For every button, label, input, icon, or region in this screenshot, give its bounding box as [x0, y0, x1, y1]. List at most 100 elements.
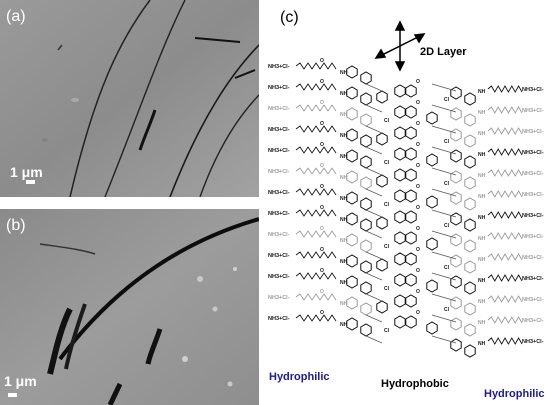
amide-label: NH [340, 112, 348, 118]
phenyl-ring [450, 107, 462, 121]
alkyl-chain [487, 232, 523, 240]
backbone-bond [365, 146, 383, 155]
phenyl-ring [450, 254, 462, 268]
sem-micrograph-b: (b) 1 μm [0, 209, 259, 405]
oxygen-label: O [320, 79, 324, 85]
amide-label: NH [340, 280, 348, 286]
alkyl-chain [487, 274, 523, 282]
amide-label: NH [478, 89, 486, 95]
panel-b-scale-bar [8, 393, 17, 397]
backbone-bond [431, 251, 457, 260]
chlorine-label: Cl [384, 160, 390, 166]
amine-label: NH3+Cl- [268, 211, 290, 217]
backbone-bond [431, 209, 457, 218]
backbone-bond [431, 188, 457, 197]
phenyl-ring [464, 239, 476, 253]
phenyl-ring [450, 212, 462, 226]
backbone-bond [365, 272, 383, 281]
amide-label: NH [478, 173, 486, 179]
carbonyl-label: O [416, 121, 420, 127]
backbone-bond [431, 230, 457, 239]
phenyl-ring [450, 275, 462, 289]
phenyl-ring [360, 92, 372, 106]
amine-label: NH3+Cl- [522, 129, 544, 135]
amide-label: NH [340, 91, 348, 97]
alkyl-chain [295, 209, 337, 217]
core-ring [405, 273, 417, 287]
phenyl-ring [360, 302, 372, 316]
amide-label: NH [340, 196, 348, 202]
core-ring [405, 147, 417, 161]
phenyl-ring [464, 176, 476, 190]
amine-label: NH3+Cl- [268, 190, 290, 196]
phenyl-ring [346, 212, 358, 226]
phenyl-ring [360, 323, 372, 337]
phenyl-ring [346, 296, 358, 310]
alkyl-chain [487, 85, 523, 93]
linker-ring [376, 132, 388, 146]
core-ring [405, 168, 417, 182]
phenyl-ring [346, 128, 358, 142]
alkyl-chain [487, 127, 523, 135]
amine-label: NH3+Cl- [522, 87, 544, 93]
amine-label: NH3+Cl- [268, 106, 290, 112]
phenyl-ring [450, 128, 462, 142]
phenyl-ring [450, 86, 462, 100]
alkyl-chain [295, 83, 337, 91]
alkyl-chain [295, 62, 337, 70]
alkyl-chain [487, 169, 523, 177]
amine-label: NH3+Cl- [522, 150, 544, 156]
carbonyl-label: O [416, 268, 420, 274]
phenyl-ring [464, 197, 476, 211]
phenyl-ring [464, 134, 476, 148]
phenyl-ring [464, 281, 476, 295]
alkyl-chain [487, 148, 523, 156]
alkyl-chain [295, 125, 337, 133]
core-ring [405, 315, 417, 329]
alkyl-chain [295, 314, 337, 322]
core-ring [405, 105, 417, 119]
core-ring [394, 189, 406, 203]
phenyl-ring [464, 344, 476, 358]
core-ring [405, 210, 417, 224]
oxygen-label: O [320, 184, 324, 190]
alkyl-chain [295, 293, 337, 301]
chlorine-label: Cl [384, 328, 390, 334]
amide-label: NH [340, 217, 348, 223]
amine-label: NH3+Cl- [268, 85, 290, 91]
panel-b-label: (b) [6, 217, 26, 234]
amine-label: NH3+Cl- [522, 108, 544, 114]
backbone-bond [431, 104, 457, 113]
core-ring [405, 126, 417, 140]
amine-label: NH3+Cl- [522, 339, 544, 345]
carbonyl-label: O [416, 163, 420, 169]
core-ring [394, 273, 406, 287]
amide-label: NH [478, 236, 486, 242]
amine-label: NH3+Cl- [268, 232, 290, 238]
amine-label: NH3+Cl- [522, 192, 544, 198]
phenyl-ring [346, 149, 358, 163]
backbone-bond [365, 83, 383, 92]
sem-micrograph-a: (a) 1 μm [0, 0, 259, 197]
core-ring [394, 84, 406, 98]
phenyl-ring [464, 260, 476, 274]
amine-label: NH3+Cl- [522, 234, 544, 240]
linker-ring [426, 195, 438, 209]
amine-label: NH3+Cl- [268, 253, 290, 259]
linker-ring [426, 279, 438, 293]
chlorine-label: Cl [384, 202, 390, 208]
amine-label: NH3+Cl- [522, 213, 544, 219]
phenyl-ring [360, 197, 372, 211]
carbonyl-label: O [416, 79, 420, 85]
carbonyl-label: O [416, 142, 420, 148]
amide-label: NH [340, 70, 348, 76]
alkyl-chain [295, 272, 337, 280]
amide-label: NH [340, 133, 348, 139]
backbone-bond [365, 188, 383, 197]
amine-label: NH3+Cl- [268, 295, 290, 301]
alkyl-chain [295, 104, 337, 112]
micrograph-b-image [0, 209, 259, 405]
oxygen-label: O [320, 163, 324, 169]
phenyl-ring [346, 233, 358, 247]
